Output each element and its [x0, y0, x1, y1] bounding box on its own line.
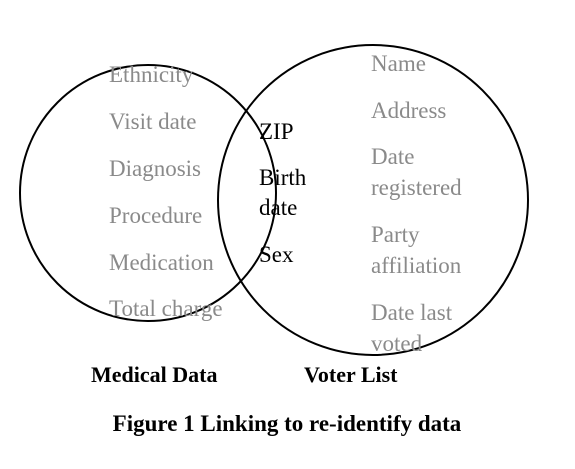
medical-item: Medication — [109, 250, 214, 275]
voter-list-title: Voter List — [304, 362, 398, 387]
figure-caption: Figure 1 Linking to re-identify data — [113, 411, 462, 436]
medical-item: Visit date — [109, 109, 196, 134]
voter-item: registered — [371, 175, 462, 200]
shared-item: Sex — [259, 242, 294, 267]
voter-item: Name — [371, 51, 426, 76]
voter-item: Address — [371, 98, 446, 123]
voter-item: Date last — [371, 300, 453, 325]
voter-item: voted — [371, 331, 423, 356]
medical-data-circle — [19, 64, 277, 322]
medical-item: Ethnicity — [109, 62, 194, 87]
shared-item: Birth — [259, 165, 307, 190]
voter-item: Date — [371, 144, 414, 169]
medical-item: Diagnosis — [109, 156, 201, 181]
voter-list-circle — [217, 44, 529, 356]
medical-item: Total charge — [109, 296, 223, 321]
voter-item: affiliation — [371, 253, 462, 278]
voter-item: Party — [371, 222, 420, 247]
medical-item: Procedure — [109, 203, 202, 228]
shared-item: date — [259, 195, 297, 220]
medical-data-title: Medical Data — [91, 362, 217, 387]
shared-item: ZIP — [259, 119, 294, 144]
